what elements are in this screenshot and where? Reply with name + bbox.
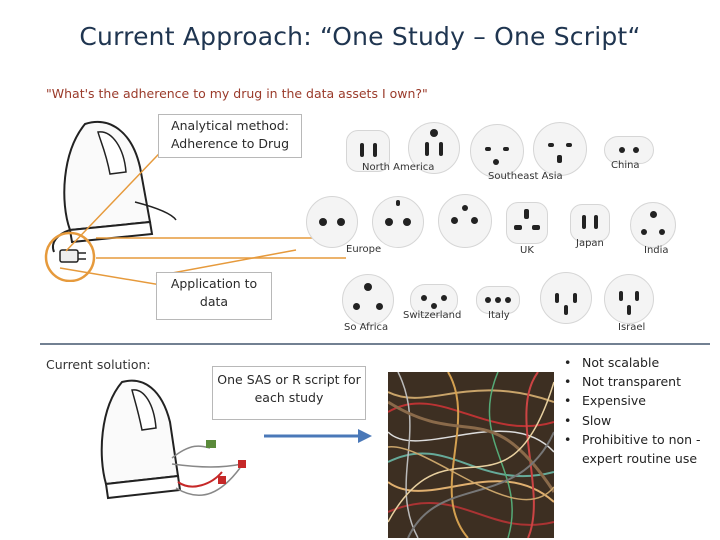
plug-japan-icon xyxy=(570,204,610,242)
plug-israel-alt-icon xyxy=(604,274,654,324)
plug-europe-icon xyxy=(306,196,358,248)
plug-southeast-asia-alt-icon xyxy=(533,122,587,176)
application-box: Application to data xyxy=(156,272,272,320)
label-uk: UK xyxy=(520,245,534,256)
drawback-item: Prohibitive to non -expert routine use xyxy=(562,430,702,468)
plug-china-icon xyxy=(604,136,654,164)
drawback-item: Not transparent xyxy=(562,372,702,391)
plug-north-america-icon xyxy=(346,130,390,172)
script-box: One SAS or R script for each study xyxy=(212,366,366,420)
connector-line-application xyxy=(155,249,297,277)
plug-europe-france-icon xyxy=(438,194,492,248)
plug-israel-icon xyxy=(540,272,592,324)
connector-line-diagonal-top xyxy=(65,135,177,252)
label-israel: Israel xyxy=(618,322,646,333)
plug-southeast-asia-icon xyxy=(470,124,524,178)
iron-illustration-top xyxy=(44,121,177,282)
label-switzerland: Switzerland xyxy=(403,310,462,321)
right-arrow-icon xyxy=(264,429,372,443)
label-north-america: North America xyxy=(362,162,435,173)
plug-switzerland-icon xyxy=(410,284,458,316)
plug-europe-schuko-icon xyxy=(372,196,424,248)
label-southeast-asia: Southeast Asia xyxy=(488,171,563,182)
drawbacks-list: Not scalable Not transparent Expensive S… xyxy=(562,353,702,468)
method-box: Analytical method: Adherence to Drug xyxy=(158,114,302,158)
plug-north-america-grounded-icon xyxy=(408,122,460,174)
drawback-item: Expensive xyxy=(562,391,702,410)
plug-india-icon xyxy=(630,202,676,248)
label-china: China xyxy=(611,160,640,171)
label-japan: Japan xyxy=(576,238,604,249)
current-solution-label: Current solution: xyxy=(46,357,151,372)
label-so-africa: So Africa xyxy=(344,322,389,333)
drawback-item: Not scalable xyxy=(562,353,702,372)
plug-so-africa-icon xyxy=(342,274,394,326)
slide-title: Current Approach: “One Study – One Scrip… xyxy=(79,22,641,51)
plug-uk-icon xyxy=(506,202,548,244)
iron-illustration-bottom xyxy=(100,379,246,500)
drawback-item: Slow xyxy=(562,411,702,430)
plug-italy-icon xyxy=(476,286,520,314)
label-india: India xyxy=(644,245,669,256)
tangled-wires-image xyxy=(388,372,554,538)
label-europe: Europe xyxy=(346,244,382,255)
question-text: "What's the adherence to my drug in the … xyxy=(46,86,428,101)
label-italy: Italy xyxy=(488,310,510,321)
